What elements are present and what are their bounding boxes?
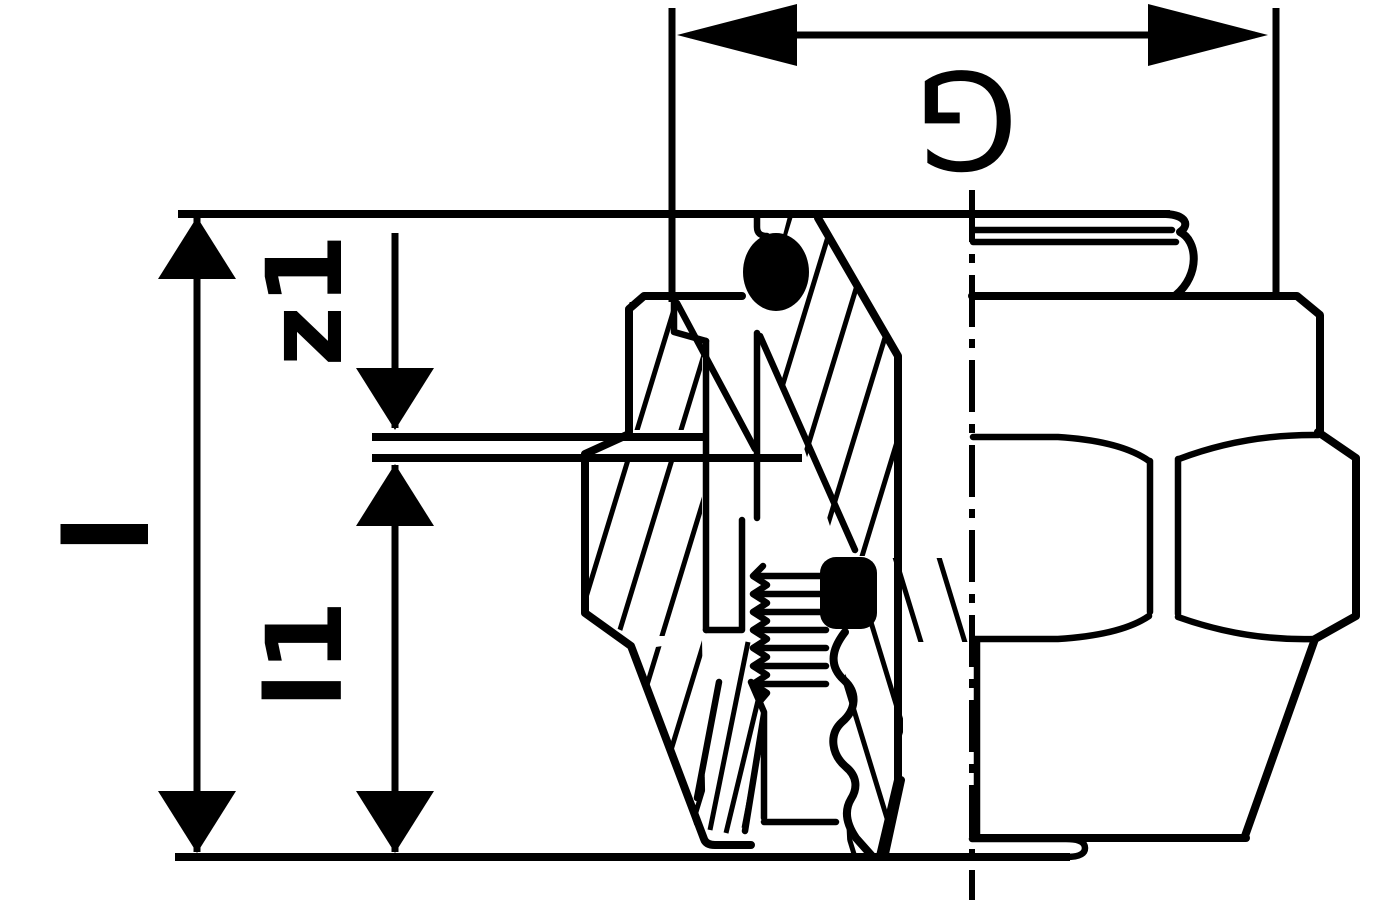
arrowhead-up-icon [158,217,236,279]
hex-upper-chamfer-arcs [969,431,1322,465]
o-ring-seal-top [743,233,809,311]
seal-bottom [820,557,877,629]
grip-ring-edge [673,299,759,453]
arrowhead-down-icon [158,791,236,853]
fitting-body [581,213,905,860]
hatch-line [723,683,765,834]
thread-runout-edge [829,628,876,860]
label-thread-size: G [914,40,1019,197]
hex-lower-chamfer-arcs [969,612,1319,643]
arrowhead-down-icon [356,368,434,430]
label-insertion-offset: z1 [244,234,366,367]
dimension-l1: l1 [244,464,434,853]
arrowhead-right-icon [1148,4,1268,66]
arrowhead-left-icon [677,4,797,66]
nut-right-silhouette [1241,428,1360,840]
inner-cone-surface [756,332,859,554]
housing-top-outline [625,292,746,436]
hatch-nut-wall [840,558,970,856]
lower-column [693,678,840,835]
thread-serration-profile [749,562,771,704]
nut-bottom-lip [968,835,1089,861]
hatch-line [707,641,751,831]
union-nut [968,210,1360,861]
housing-left-outline [581,430,755,849]
nut-inner-flare [881,776,905,858]
label-insertion-depth: l1 [244,600,366,708]
thread-end-bulge [1162,210,1198,299]
bore-window [702,516,746,634]
arrowhead-up-icon [356,464,434,526]
dimension-l: l [42,217,236,853]
dimension-g: G [668,4,1280,302]
nut-collar [968,292,1324,436]
arrowhead-down-icon [356,791,434,853]
thread-crest-lines [756,572,830,688]
thread-lines [969,226,1180,246]
hatch-cone-wall [766,216,900,556]
dimension-z1: z1 [244,233,434,430]
hatch-housing-lower [588,460,702,636]
label-overall-length: l [42,514,176,553]
hex-corner-edges [1146,455,1182,618]
